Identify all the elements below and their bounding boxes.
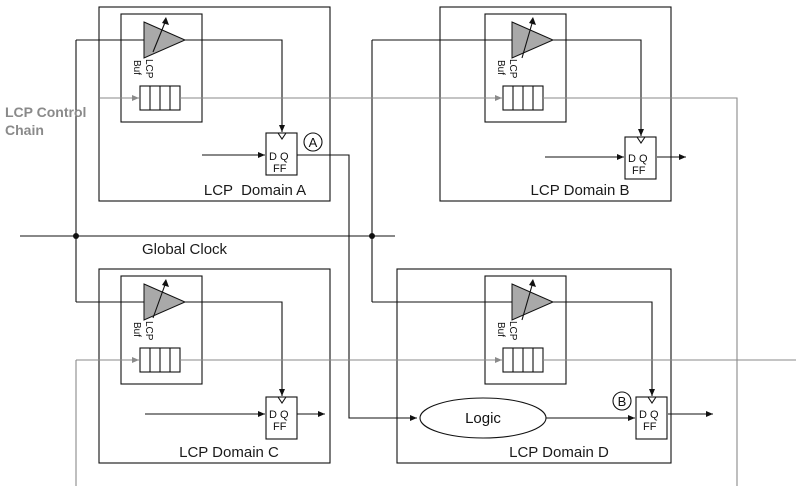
- domain-b-label: LCP Domain B: [531, 182, 630, 199]
- svg-text:Logic: Logic: [465, 410, 501, 427]
- lcp-box-b: [484, 13, 567, 123]
- domain-c-box: [98, 268, 331, 464]
- control-chain-label-line1: LCP Control: [5, 104, 86, 120]
- svg-text:FF: FF: [643, 421, 657, 433]
- global-clock-wires: [20, 39, 512, 303]
- domain-a-label: LCP Domain A: [204, 182, 306, 199]
- lcp-text-d: LCP: [507, 321, 518, 341]
- svg-text:D Q: D Q: [269, 409, 289, 421]
- control-chain-wires: [75, 95, 796, 486]
- svg-text:A: A: [309, 135, 318, 150]
- buffer-c: [139, 347, 181, 373]
- domain-a-box: [98, 6, 331, 202]
- lcp-amplifier-b: [511, 17, 555, 59]
- lcp-amplifier-c: [143, 279, 187, 321]
- lcp-amplifier-d: [511, 279, 555, 321]
- svg-text:B: B: [618, 394, 627, 409]
- flip-flop-c: D Q FF: [265, 396, 298, 440]
- svg-text:FF: FF: [273, 421, 287, 433]
- lcp-box-d: [484, 275, 567, 385]
- clock-to-ff-wires: [185, 39, 655, 396]
- svg-text:FF: FF: [632, 165, 646, 177]
- domain-d-label: LCP Domain D: [509, 444, 609, 461]
- marker-b: B: [612, 391, 632, 411]
- buf-text-d: Buf: [495, 322, 506, 337]
- flip-flop-a: D Q FF: [265, 132, 298, 176]
- lcp-text-c: LCP: [143, 321, 154, 341]
- domain-d-box: [396, 268, 672, 464]
- marker-a: A: [303, 132, 323, 152]
- domain-b-box: [439, 6, 672, 202]
- buf-text-b: Buf: [495, 60, 506, 75]
- lcp-text-a: LCP: [143, 59, 154, 79]
- buffer-d: [502, 347, 544, 373]
- domain-c-label: LCP Domain C: [179, 444, 279, 461]
- flip-flop-d: D Q FF: [635, 396, 668, 440]
- flip-flop-b: D Q FF: [624, 136, 657, 180]
- logic-block: Logic: [419, 397, 547, 439]
- lcp-box-c: [120, 275, 203, 385]
- svg-text:FF: FF: [273, 163, 287, 175]
- data-wires: [145, 152, 713, 421]
- svg-text:D Q: D Q: [639, 409, 659, 421]
- lcp-amplifier-a: [143, 17, 187, 59]
- global-clock-label: Global Clock: [142, 241, 228, 258]
- lcp-box-a: [120, 13, 203, 123]
- buffer-a: [139, 85, 181, 111]
- buffer-b: [502, 85, 544, 111]
- control-chain-label-line2: Chain: [5, 122, 44, 138]
- buf-text-c: Buf: [131, 322, 142, 337]
- buf-text-a: Buf: [131, 60, 142, 75]
- svg-text:D Q: D Q: [628, 153, 648, 165]
- svg-text:D Q: D Q: [269, 151, 289, 163]
- lcp-text-b: LCP: [507, 59, 518, 79]
